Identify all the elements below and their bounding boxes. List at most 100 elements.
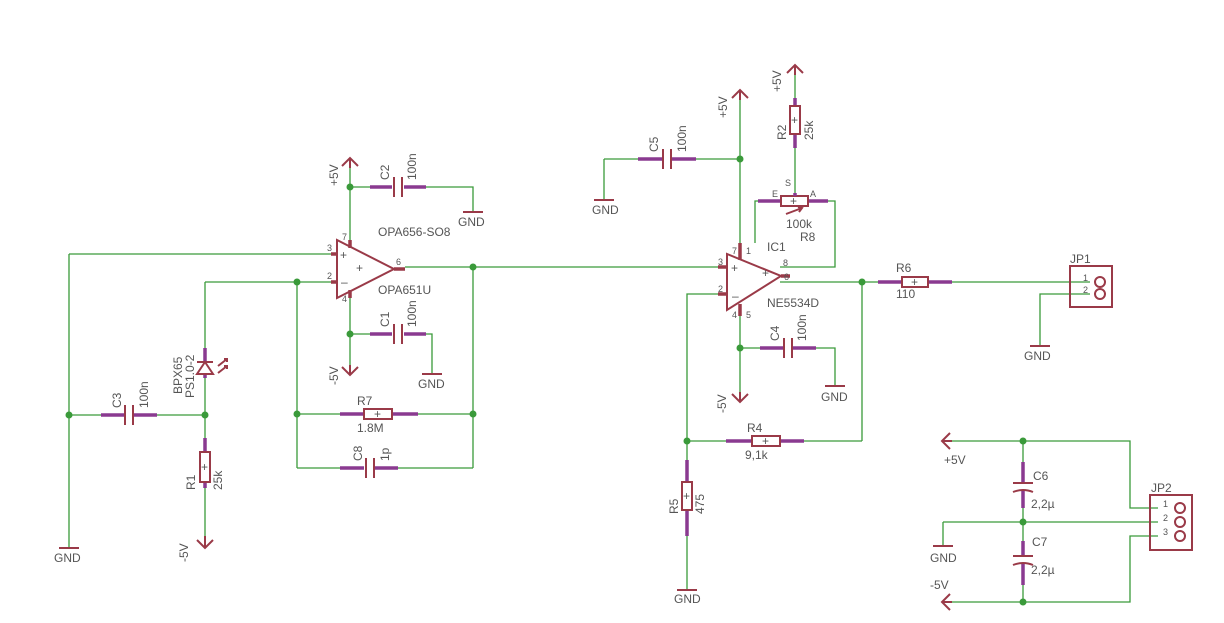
supply-pos-r2: +5V xyxy=(770,63,804,92)
c3-value: 100n xyxy=(137,381,151,408)
neg-label: -5V xyxy=(715,394,729,413)
r8-pin-a: A xyxy=(810,189,816,199)
r7-name: R7 xyxy=(357,394,373,408)
jp2-pin2: 2 xyxy=(1163,513,1168,523)
gnd-label: GND xyxy=(418,377,445,391)
c5-name: C5 xyxy=(647,136,661,152)
junction-dot xyxy=(65,411,73,419)
gnd-jp1: GND xyxy=(1024,345,1051,363)
jp2-name: JP2 xyxy=(1151,481,1172,495)
capacitor-c5: C5 100n xyxy=(638,125,696,169)
c8-value: 1p xyxy=(378,447,392,461)
gnd-input: GND xyxy=(54,547,81,565)
r2-value: 25k xyxy=(802,120,816,140)
r5-value: 475 xyxy=(693,494,707,514)
r4-name: R4 xyxy=(747,421,763,435)
junction-dot xyxy=(346,183,354,191)
r2-name: R2 xyxy=(775,124,789,140)
jp1-name: JP1 xyxy=(1070,252,1091,266)
pos-label: +5V xyxy=(944,453,966,467)
junction-dot xyxy=(1019,598,1027,606)
junction-dot xyxy=(293,410,301,418)
resistor-r1: + R1 25k xyxy=(184,438,225,490)
u1-pin6: 6 xyxy=(396,257,401,267)
gnd-label: GND xyxy=(821,390,848,404)
jp2-pin1: 1 xyxy=(1163,499,1168,509)
gnd-c4: GND xyxy=(821,385,848,404)
opamp-ic1: + – + 3 2 6 7 4 1 8 5 IC1 NE5534D xyxy=(718,240,819,320)
u1-value: OPA651U xyxy=(378,283,431,297)
c2-name: C2 xyxy=(378,164,392,180)
photodiode-d1: BPX65 PS1.0-2 xyxy=(171,348,228,398)
supply-pos-u1: +5V xyxy=(327,156,359,186)
capacitor-c4: C4 100n xyxy=(760,314,816,358)
capacitor-c8: C8 1p xyxy=(340,445,398,478)
capacitor-c2: C2 100n xyxy=(370,153,426,197)
r8-value: 100k xyxy=(786,217,813,231)
capacitor-c7: C7 2,2µ xyxy=(1012,535,1055,585)
neg-label: -5V xyxy=(177,543,191,562)
c4-name: C4 xyxy=(768,325,782,341)
ic1-pin7: 7 xyxy=(732,246,737,256)
neg-label: -5V xyxy=(930,578,949,592)
junction-dot xyxy=(683,437,691,445)
pos-label: +5V xyxy=(327,164,341,186)
c1-value: 100n xyxy=(405,300,419,327)
junction-dot xyxy=(469,263,477,271)
ic1-value: NE5534D xyxy=(767,296,819,310)
gnd-conn: GND xyxy=(930,545,957,565)
jp1-pin2: 2 xyxy=(1083,285,1088,295)
opamp-plus-sign: + xyxy=(340,248,347,262)
svg-text:+: + xyxy=(762,434,769,448)
gnd-c2: GND xyxy=(458,211,485,229)
ic1-pin4: 4 xyxy=(732,310,737,320)
svg-text:+: + xyxy=(762,266,769,280)
ic1-pin1: 1 xyxy=(746,246,751,256)
r5-name: R5 xyxy=(667,498,681,514)
u1-pin4: 4 xyxy=(342,294,347,304)
gnd-c1: GND xyxy=(418,373,445,391)
svg-text:+: + xyxy=(911,275,918,289)
ic1-pin3: 3 xyxy=(718,257,723,267)
resistor-r6: + R6 110 xyxy=(878,261,952,301)
r7-value: 1.8M xyxy=(357,421,384,435)
u1-name: OPA656-SO8 xyxy=(378,225,451,239)
c3-name: C3 xyxy=(110,392,124,408)
resistor-r2: + R2 25k xyxy=(775,98,816,148)
gnd-label: GND xyxy=(930,551,957,565)
junction-dot xyxy=(1019,437,1027,445)
gnd-c5: GND xyxy=(592,199,619,217)
junction-dot xyxy=(201,411,209,419)
supply-neg-u1: -5V xyxy=(327,365,359,385)
pos-label: +5V xyxy=(770,70,784,92)
gnd-r5: GND xyxy=(674,589,701,606)
gnd-label: GND xyxy=(458,215,485,229)
ic1-pin5: 5 xyxy=(746,310,751,320)
resistor-r7: + R7 1.8M xyxy=(340,394,418,435)
u1-pin2: 2 xyxy=(327,271,332,281)
neg-label: -5V xyxy=(327,366,341,385)
gnd-label: GND xyxy=(1024,349,1051,363)
junction-dot xyxy=(1019,518,1027,526)
r6-name: R6 xyxy=(896,261,912,275)
pos-label: +5V xyxy=(716,96,730,118)
svg-text:+: + xyxy=(731,261,738,275)
junction-dot xyxy=(469,410,477,418)
junctions xyxy=(65,155,1027,606)
ic1-name: IC1 xyxy=(767,240,786,254)
junction-dot xyxy=(346,330,354,338)
c5-value: 100n xyxy=(675,125,689,152)
r8-pin-e: E xyxy=(772,189,778,199)
u1-pin3: 3 xyxy=(327,243,332,253)
junction-dot xyxy=(858,278,866,286)
supply-neg-ic1: -5V xyxy=(715,392,749,413)
opamp-u1: + – + 3 2 6 7 4 OPA656-SO8 OPA651U xyxy=(327,225,451,304)
jp1-pin1: 1 xyxy=(1083,273,1088,283)
capacitor-c6: C6 2,2µ xyxy=(1012,462,1055,511)
gnd-label: GND xyxy=(54,551,81,565)
junction-dot xyxy=(736,344,744,352)
capacitor-c1: C1 100n xyxy=(370,300,426,344)
svg-text:+: + xyxy=(201,460,208,474)
d1-name: BPX65 xyxy=(171,356,185,394)
